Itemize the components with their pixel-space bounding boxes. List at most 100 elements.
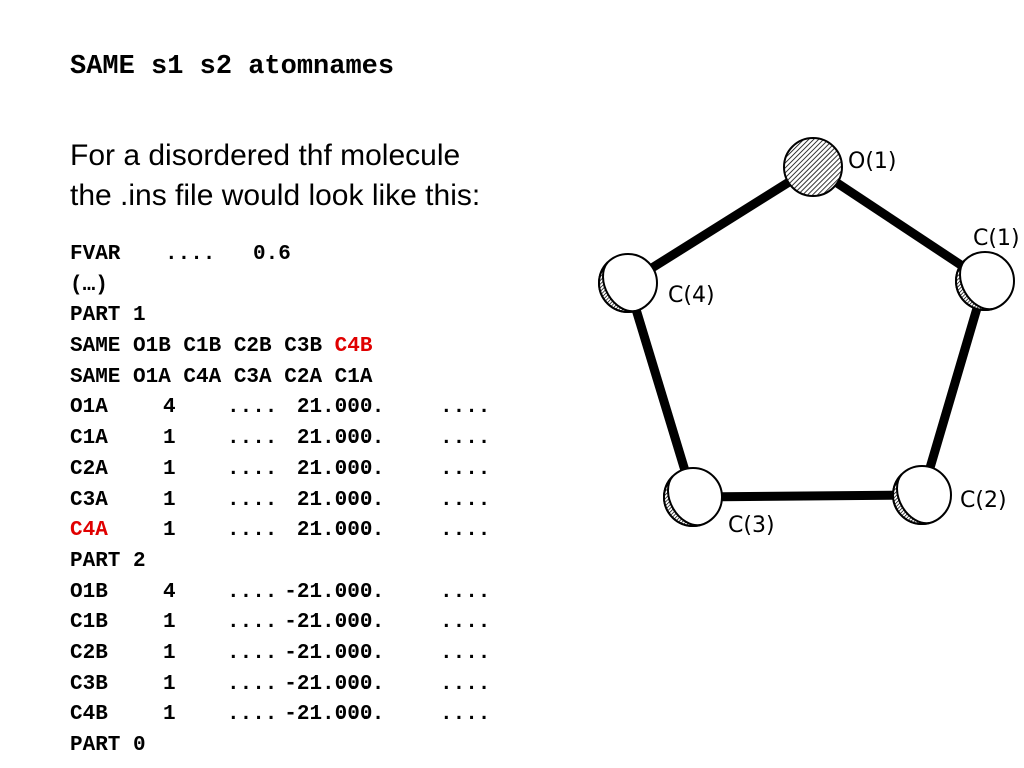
atom-type: 4 (163, 580, 176, 604)
atom-name: C4B (70, 703, 108, 727)
carbon-atom: C(2) (892, 465, 1007, 525)
atom-occ: -21.000 (284, 703, 373, 727)
atom-z: .... (440, 641, 491, 665)
atom-type: 1 (163, 703, 176, 727)
atom-label: C(3) (728, 513, 775, 538)
atom-occ: 21.000 (296, 396, 373, 420)
atom-name: C3A (70, 488, 108, 512)
same-line-1: SAME O1B C1B C2B C3B C4B (70, 332, 372, 363)
bond-line (810, 163, 988, 285)
atom-x: .... (227, 641, 278, 665)
atom-occ: -21.000 (284, 672, 373, 696)
atom-name: C2A (70, 457, 108, 481)
atom-occ: -21.000 (284, 611, 373, 635)
atom-name: O1B (70, 580, 108, 604)
intro-line-1: For a disordered thf molecule (70, 139, 461, 172)
atom-type: 4 (163, 396, 176, 420)
bond-line (625, 163, 816, 287)
atom-z: .... (440, 672, 491, 696)
atom-z: .... (440, 457, 491, 481)
bond-line (917, 279, 990, 497)
bond-line (692, 490, 923, 502)
slide-title: SAME s1 s2 atomnames (70, 52, 395, 82)
fvar-keyword: FVAR (70, 243, 121, 266)
atom-x: .... (227, 580, 278, 604)
atom-y: .... (334, 488, 385, 512)
atom-x: .... (227, 611, 278, 635)
atom-shading (955, 259, 993, 311)
atom-z: .... (440, 427, 491, 451)
carbon-atom: C(3) (663, 467, 775, 538)
atom-y: .... (334, 457, 385, 481)
carbon-atom: C(4) (598, 253, 715, 313)
same-line-1-text: SAME O1B C1B C2B C3B (70, 335, 335, 359)
fvar-value: 0.6 (253, 243, 291, 266)
atom-occ: 21.000 (296, 457, 373, 481)
atom-x: .... (227, 703, 278, 727)
atom-y: .... (334, 611, 385, 635)
carbon-atom: C(1) (955, 226, 1020, 311)
atom-z: .... (440, 611, 491, 635)
atom-x: .... (227, 488, 278, 512)
atom-group: O(1) C(1) C(2) C(3) C(4) (598, 137, 1020, 538)
part-1-line: PART 1 (70, 304, 146, 328)
intro-line-2: the .ins file would look like this: (70, 179, 481, 212)
atom-y: .... (334, 427, 385, 451)
atom-shading (892, 473, 930, 525)
atom-occ: -21.000 (284, 641, 373, 665)
atom-type: 1 (163, 519, 176, 543)
intro-text: For a disordered thf molecule the .ins f… (70, 136, 480, 216)
atom-sphere (783, 137, 843, 197)
atom-z: .... (440, 519, 491, 543)
ellipsis-line: (…) (70, 273, 108, 297)
atom-name: C1B (70, 611, 108, 635)
atom-z: .... (440, 580, 491, 604)
atom-type: 1 (163, 641, 176, 665)
atom-type: 1 (163, 457, 176, 481)
atom-label: C(1) (973, 226, 1020, 251)
part-2-line: PART 2 (70, 549, 146, 573)
atom-occ: 21.000 (296, 488, 373, 512)
atom-z: .... (440, 703, 491, 727)
atom-name: C2B (70, 641, 108, 665)
atom-x: .... (227, 427, 278, 451)
same-line-2: SAME O1A C4A C3A C2A C1A (70, 365, 373, 389)
oxygen-atom: O(1) (783, 137, 896, 197)
atom-y: .... (334, 703, 385, 727)
atom-name: C1A (70, 427, 108, 451)
atom-y: .... (334, 580, 385, 604)
atom-label: C(4) (668, 283, 715, 308)
atom-y: .... (334, 396, 385, 420)
atom-y: .... (334, 641, 385, 665)
atom-shading (663, 475, 701, 527)
atom-name: C3B (70, 672, 108, 696)
atom-occ: 21.000 (296, 519, 373, 543)
atom-type: 1 (163, 488, 176, 512)
ins-file-listing: FVAR .... 0.6 (…) PART 1 SAME O1B C1B C2… (70, 240, 490, 762)
atom-y: .... (334, 672, 385, 696)
atom-occ: -21.000 (284, 580, 373, 604)
atom-type: 1 (163, 672, 176, 696)
bond-group (623, 163, 990, 502)
atom-x: .... (227, 396, 278, 420)
thf-molecule-diagram: O(1) C(1) C(2) C(3) C(4) (598, 137, 1020, 538)
atom-x: .... (227, 519, 278, 543)
atom-label: C(2) (960, 488, 1007, 513)
atom-name: C4A (70, 519, 108, 543)
part-0-line: PART 0 (70, 734, 146, 757)
bond-line (623, 281, 698, 499)
atom-name: O1A (70, 396, 108, 420)
atom-type: 1 (163, 427, 176, 451)
atom-y: .... (334, 519, 385, 543)
fvar-dots: .... (165, 243, 216, 266)
